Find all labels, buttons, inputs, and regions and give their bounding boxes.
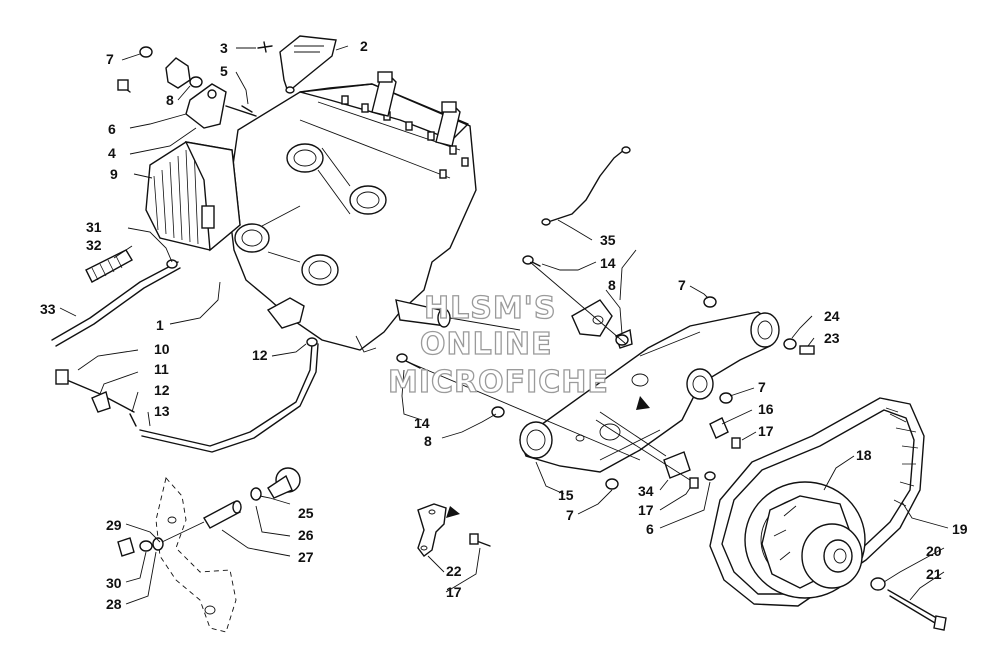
callout-2: 2 — [360, 38, 368, 54]
arrow-marker — [446, 506, 460, 518]
callout-12-b: 12 — [252, 347, 268, 363]
throttle-cable-parts — [117, 35, 337, 129]
callout-6: 6 — [108, 121, 116, 137]
clutch-and-belt — [709, 397, 947, 631]
callout-19: 19 — [952, 521, 968, 537]
callout-16: 16 — [758, 401, 774, 417]
callout-4: 4 — [108, 145, 116, 161]
idler-parts — [117, 467, 301, 633]
callout-11: 11 — [154, 361, 169, 377]
callout-33: 33 — [40, 301, 56, 317]
leader-lines — [59, 45, 949, 605]
crankshaft-output — [395, 299, 521, 331]
callout-34: 34 — [638, 483, 654, 499]
callout-35: 35 — [600, 232, 616, 248]
callout-23: 23 — [824, 330, 840, 346]
callout-7: 7 — [106, 51, 114, 67]
callout-6-b: 6 — [646, 521, 654, 537]
fuel-hoses — [51, 249, 319, 453]
callout-13: 13 — [154, 403, 170, 419]
callout-32: 32 — [86, 237, 102, 253]
intake-ports — [234, 143, 387, 286]
hardware — [396, 255, 815, 490]
callout-8-b: 8 — [608, 277, 616, 293]
callout-17-b: 17 — [638, 502, 654, 518]
bracket-22 — [417, 503, 491, 557]
callout-20: 20 — [926, 543, 942, 559]
callout-7-c: 7 — [758, 379, 766, 395]
callout-8: 8 — [166, 92, 174, 108]
spark-plug-caps — [371, 71, 461, 147]
callout-1: 1 — [156, 317, 164, 333]
callout-27: 27 — [298, 549, 314, 565]
callout-8-c: 8 — [424, 433, 432, 449]
callout-15: 15 — [558, 487, 574, 503]
engine-assembly — [145, 71, 521, 353]
watermark-line-1: HLSM'S — [424, 291, 556, 326]
callout-14: 14 — [600, 255, 616, 271]
callout-30: 30 — [106, 575, 122, 591]
callout-22: 22 — [446, 563, 462, 579]
callout-14-b: 14 — [414, 415, 430, 431]
recoil-housing — [145, 141, 241, 252]
callout-31: 31 — [86, 219, 102, 235]
watermark-line-3: MICROFICHE — [388, 365, 609, 400]
watermark: HLSM'S ONLINE MICROFICHE — [387, 290, 609, 400]
callout-25: 25 — [298, 505, 314, 521]
callout-9: 9 — [110, 166, 118, 182]
ground-wire — [541, 146, 631, 226]
callout-12: 12 — [154, 382, 170, 398]
arrow-marker — [636, 396, 650, 410]
watermark-line-2: ONLINE — [420, 327, 553, 362]
callout-7-d: 7 — [566, 507, 574, 523]
callout-10: 10 — [154, 341, 170, 357]
callout-5: 5 — [220, 63, 228, 79]
callout-17: 17 — [758, 423, 774, 439]
callout-3: 3 — [220, 40, 228, 56]
callout-28: 28 — [106, 596, 122, 612]
callout-21: 21 — [926, 566, 942, 582]
callout-17-c: 17 — [446, 584, 462, 600]
callout-numbers: 2 3 5 7 8 6 4 9 31 32 33 1 10 11 12 13 1… — [40, 38, 968, 612]
callout-29: 29 — [106, 517, 122, 533]
callout-7-b: 7 — [678, 277, 686, 293]
callout-24: 24 — [824, 308, 840, 324]
callout-18: 18 — [856, 447, 872, 463]
callout-26: 26 — [298, 527, 314, 543]
